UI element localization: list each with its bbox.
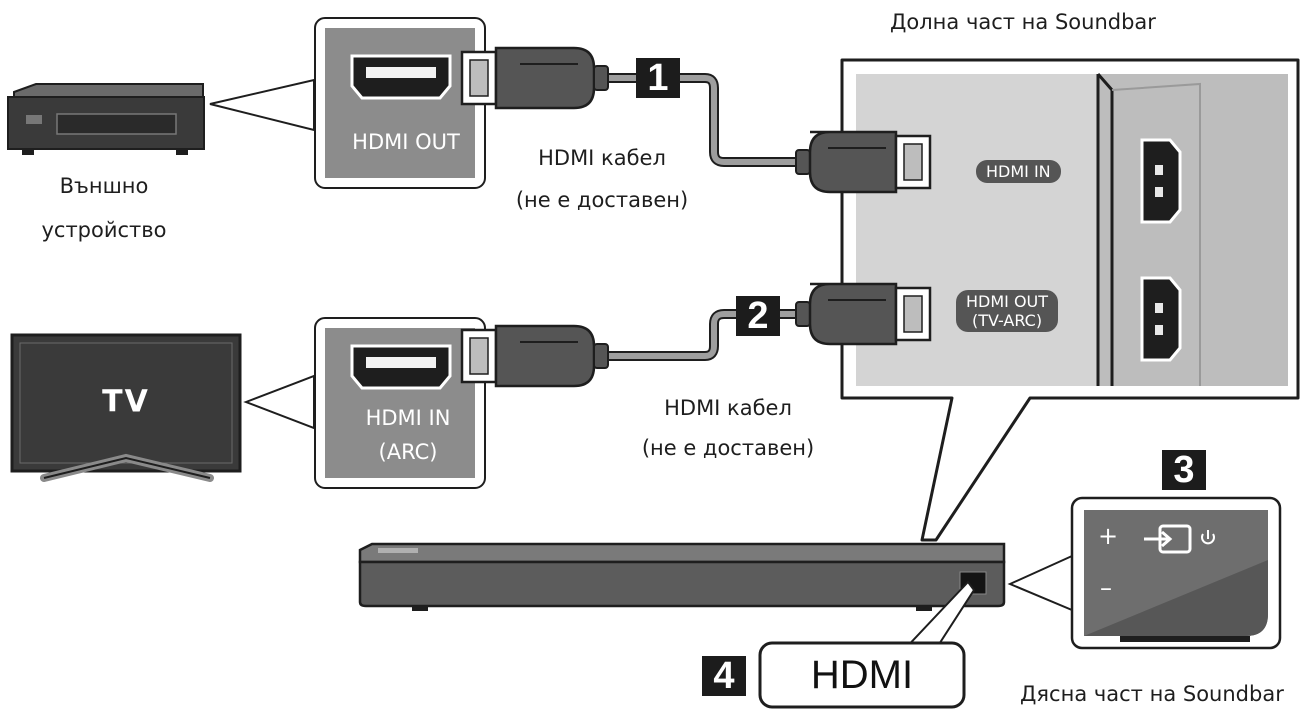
- hdmi-plug-icon: [460, 46, 609, 110]
- device-hdmi-out-label: HDMI OUT: [352, 130, 460, 154]
- tv-callout-pointer: [243, 374, 315, 430]
- cable-1-label-line1: HDMI кабел: [538, 146, 666, 170]
- hdmi-plug-icon: [795, 130, 932, 194]
- external-device-illustration: [7, 83, 205, 155]
- hdmi-callout-frame: [758, 641, 966, 709]
- step-badge-1: 1: [636, 58, 680, 98]
- tv-hdmi-in-label-line1: HDMI IN: [365, 406, 451, 430]
- right-panel-callout-pointer: [1007, 554, 1073, 612]
- hdmi-callout-text: HDMI: [810, 653, 914, 697]
- device-callout-pointer: [209, 78, 315, 132]
- cable-2-label-line2: (не е доставен): [641, 436, 815, 460]
- source-input-icon: [1144, 524, 1192, 554]
- cable-2-label-line1: HDMI кабел: [664, 396, 792, 420]
- soundbar-right-label: Дясна част на Soundbar: [1020, 682, 1284, 706]
- hdmi-port-icon: [1140, 276, 1182, 362]
- step-badge-2: 2: [736, 296, 780, 336]
- hdmi-plug-icon: [795, 282, 932, 346]
- external-device-label-line2: устройство: [41, 218, 167, 242]
- cable-1-label-line2: (не е доставен): [515, 188, 689, 212]
- minus-button-label: –: [1100, 574, 1112, 602]
- tv-hdmi-in-label-line2: (ARC): [378, 440, 438, 464]
- hdmi-plug-icon: [460, 324, 609, 388]
- soundbar-hdmi-out-line1: HDMI OUT: [966, 292, 1049, 311]
- tv-screen-label: TV: [102, 384, 150, 420]
- tv-illustration: [10, 333, 242, 482]
- hdmi-port-icon: [350, 54, 452, 100]
- hdmi-cable-1: [601, 73, 805, 167]
- device-port-panel: [325, 28, 475, 178]
- hdmi-port-icon: [1140, 138, 1182, 224]
- plus-button-label: +: [1098, 522, 1119, 550]
- soundbar-hdmi-out-line2: (TV-ARC): [971, 311, 1043, 330]
- step-badge-4: 4: [702, 656, 746, 696]
- external-device-label-line1: Външно: [59, 174, 149, 198]
- soundbar-hdmi-in-pill: HDMI IN: [976, 160, 1061, 183]
- soundbar-illustration: [358, 542, 1006, 611]
- hdmi-cable-2: [601, 309, 805, 361]
- soundbar-bottom-label: Долна част на Soundbar: [890, 10, 1156, 34]
- power-icon: [1201, 530, 1215, 545]
- step-badge-3: 3: [1162, 450, 1206, 490]
- soundbar-hdmi-out-pill: HDMI OUT (TV-ARC): [956, 290, 1059, 332]
- hdmi-port-icon: [350, 344, 452, 390]
